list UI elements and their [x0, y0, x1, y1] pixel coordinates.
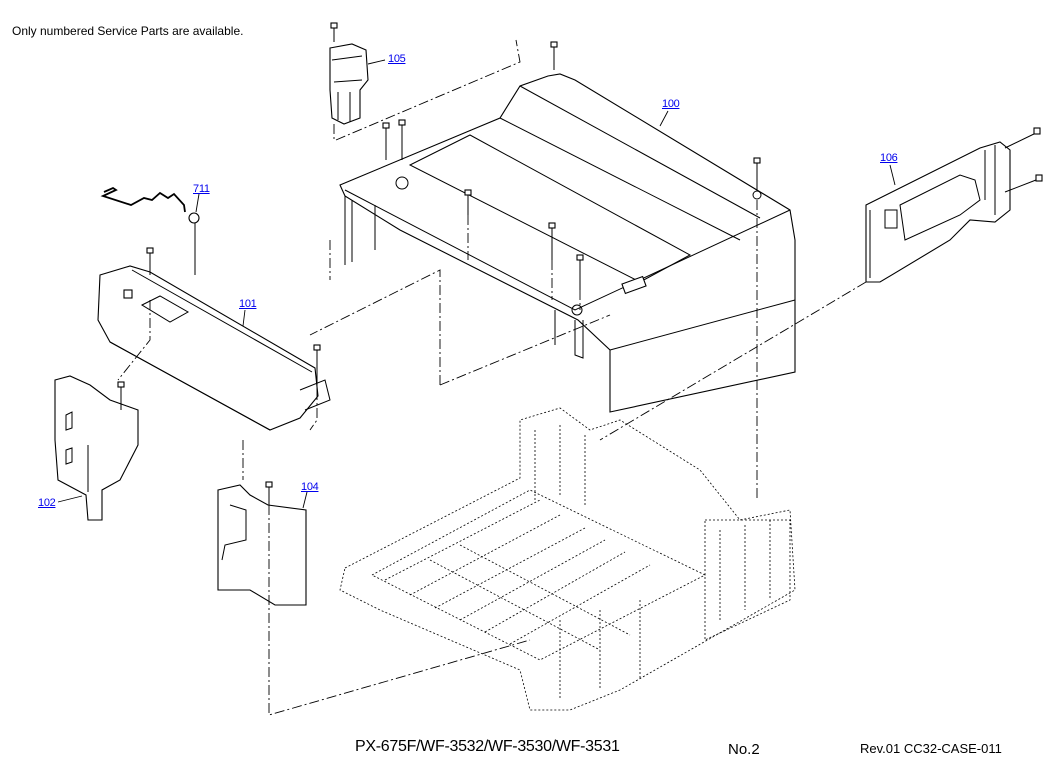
part-106-drawing [865, 127, 1043, 283]
model-number: PX-675F/WF-3532/WF-3530/WF-3531 [355, 738, 620, 755]
lower-base-frame-drawing [339, 407, 796, 711]
part-102-link[interactable]: 102 [38, 497, 56, 509]
service-parts-note: Only numbered Service Parts are availabl… [12, 24, 244, 38]
screws-100 [382, 41, 761, 290]
part-104-drawing [217, 481, 308, 606]
part-711-drawing [100, 186, 200, 275]
part-105-drawing [329, 22, 386, 125]
part-104-link[interactable]: 104 [301, 481, 319, 493]
revision-code: Rev.01 CC32-CASE-011 [860, 741, 1002, 756]
part-102-drawing [54, 375, 139, 521]
part-100-link[interactable]: 100 [662, 98, 680, 110]
part-105-link[interactable]: 105 [388, 53, 406, 65]
part-106-link[interactable]: 106 [880, 152, 898, 164]
part-101-drawing [97, 247, 331, 431]
part-100-drawing [339, 73, 796, 413]
part-711-link[interactable]: 711 [193, 183, 210, 195]
part-101-link[interactable]: 101 [239, 298, 257, 310]
page-number: No.2 [728, 741, 760, 758]
